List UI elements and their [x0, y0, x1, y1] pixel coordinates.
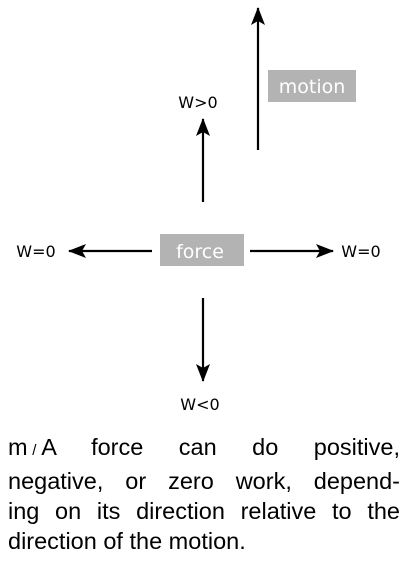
motion-label-box: motion — [268, 70, 356, 102]
motion-label: motion — [279, 76, 346, 98]
caption-tag-slash: / — [32, 442, 37, 459]
figure-caption: m / A force can do positive, negative, o… — [8, 432, 400, 556]
caption-line-2: negative, or zero work, depend- — [8, 468, 400, 494]
caption-line-1: m / A force can do positive, — [8, 432, 400, 466]
work-zero-right-label: W=0 — [341, 242, 380, 261]
caption-line-4: direction of the motion. — [8, 528, 246, 554]
caption-tag-letter-a: A — [41, 434, 56, 460]
caption-text-1: force can do positive, — [91, 434, 400, 460]
force-label-box: force — [160, 234, 244, 266]
caption-line-3: ing on its direction relative to the — [8, 498, 400, 524]
force-label: force — [176, 241, 224, 263]
motion-box-background — [268, 70, 356, 102]
work-direction-diagram: motion W>0 W=0 W=0 W<0 force — [16, 7, 381, 414]
work-negative-label: W<0 — [180, 395, 219, 414]
work-positive-label: W>0 — [178, 93, 217, 112]
caption-tag-letter-m: m — [8, 434, 28, 460]
force-box-background — [160, 234, 244, 266]
work-zero-left-label: W=0 — [16, 242, 55, 261]
caption-tag: m / A — [8, 434, 56, 460]
